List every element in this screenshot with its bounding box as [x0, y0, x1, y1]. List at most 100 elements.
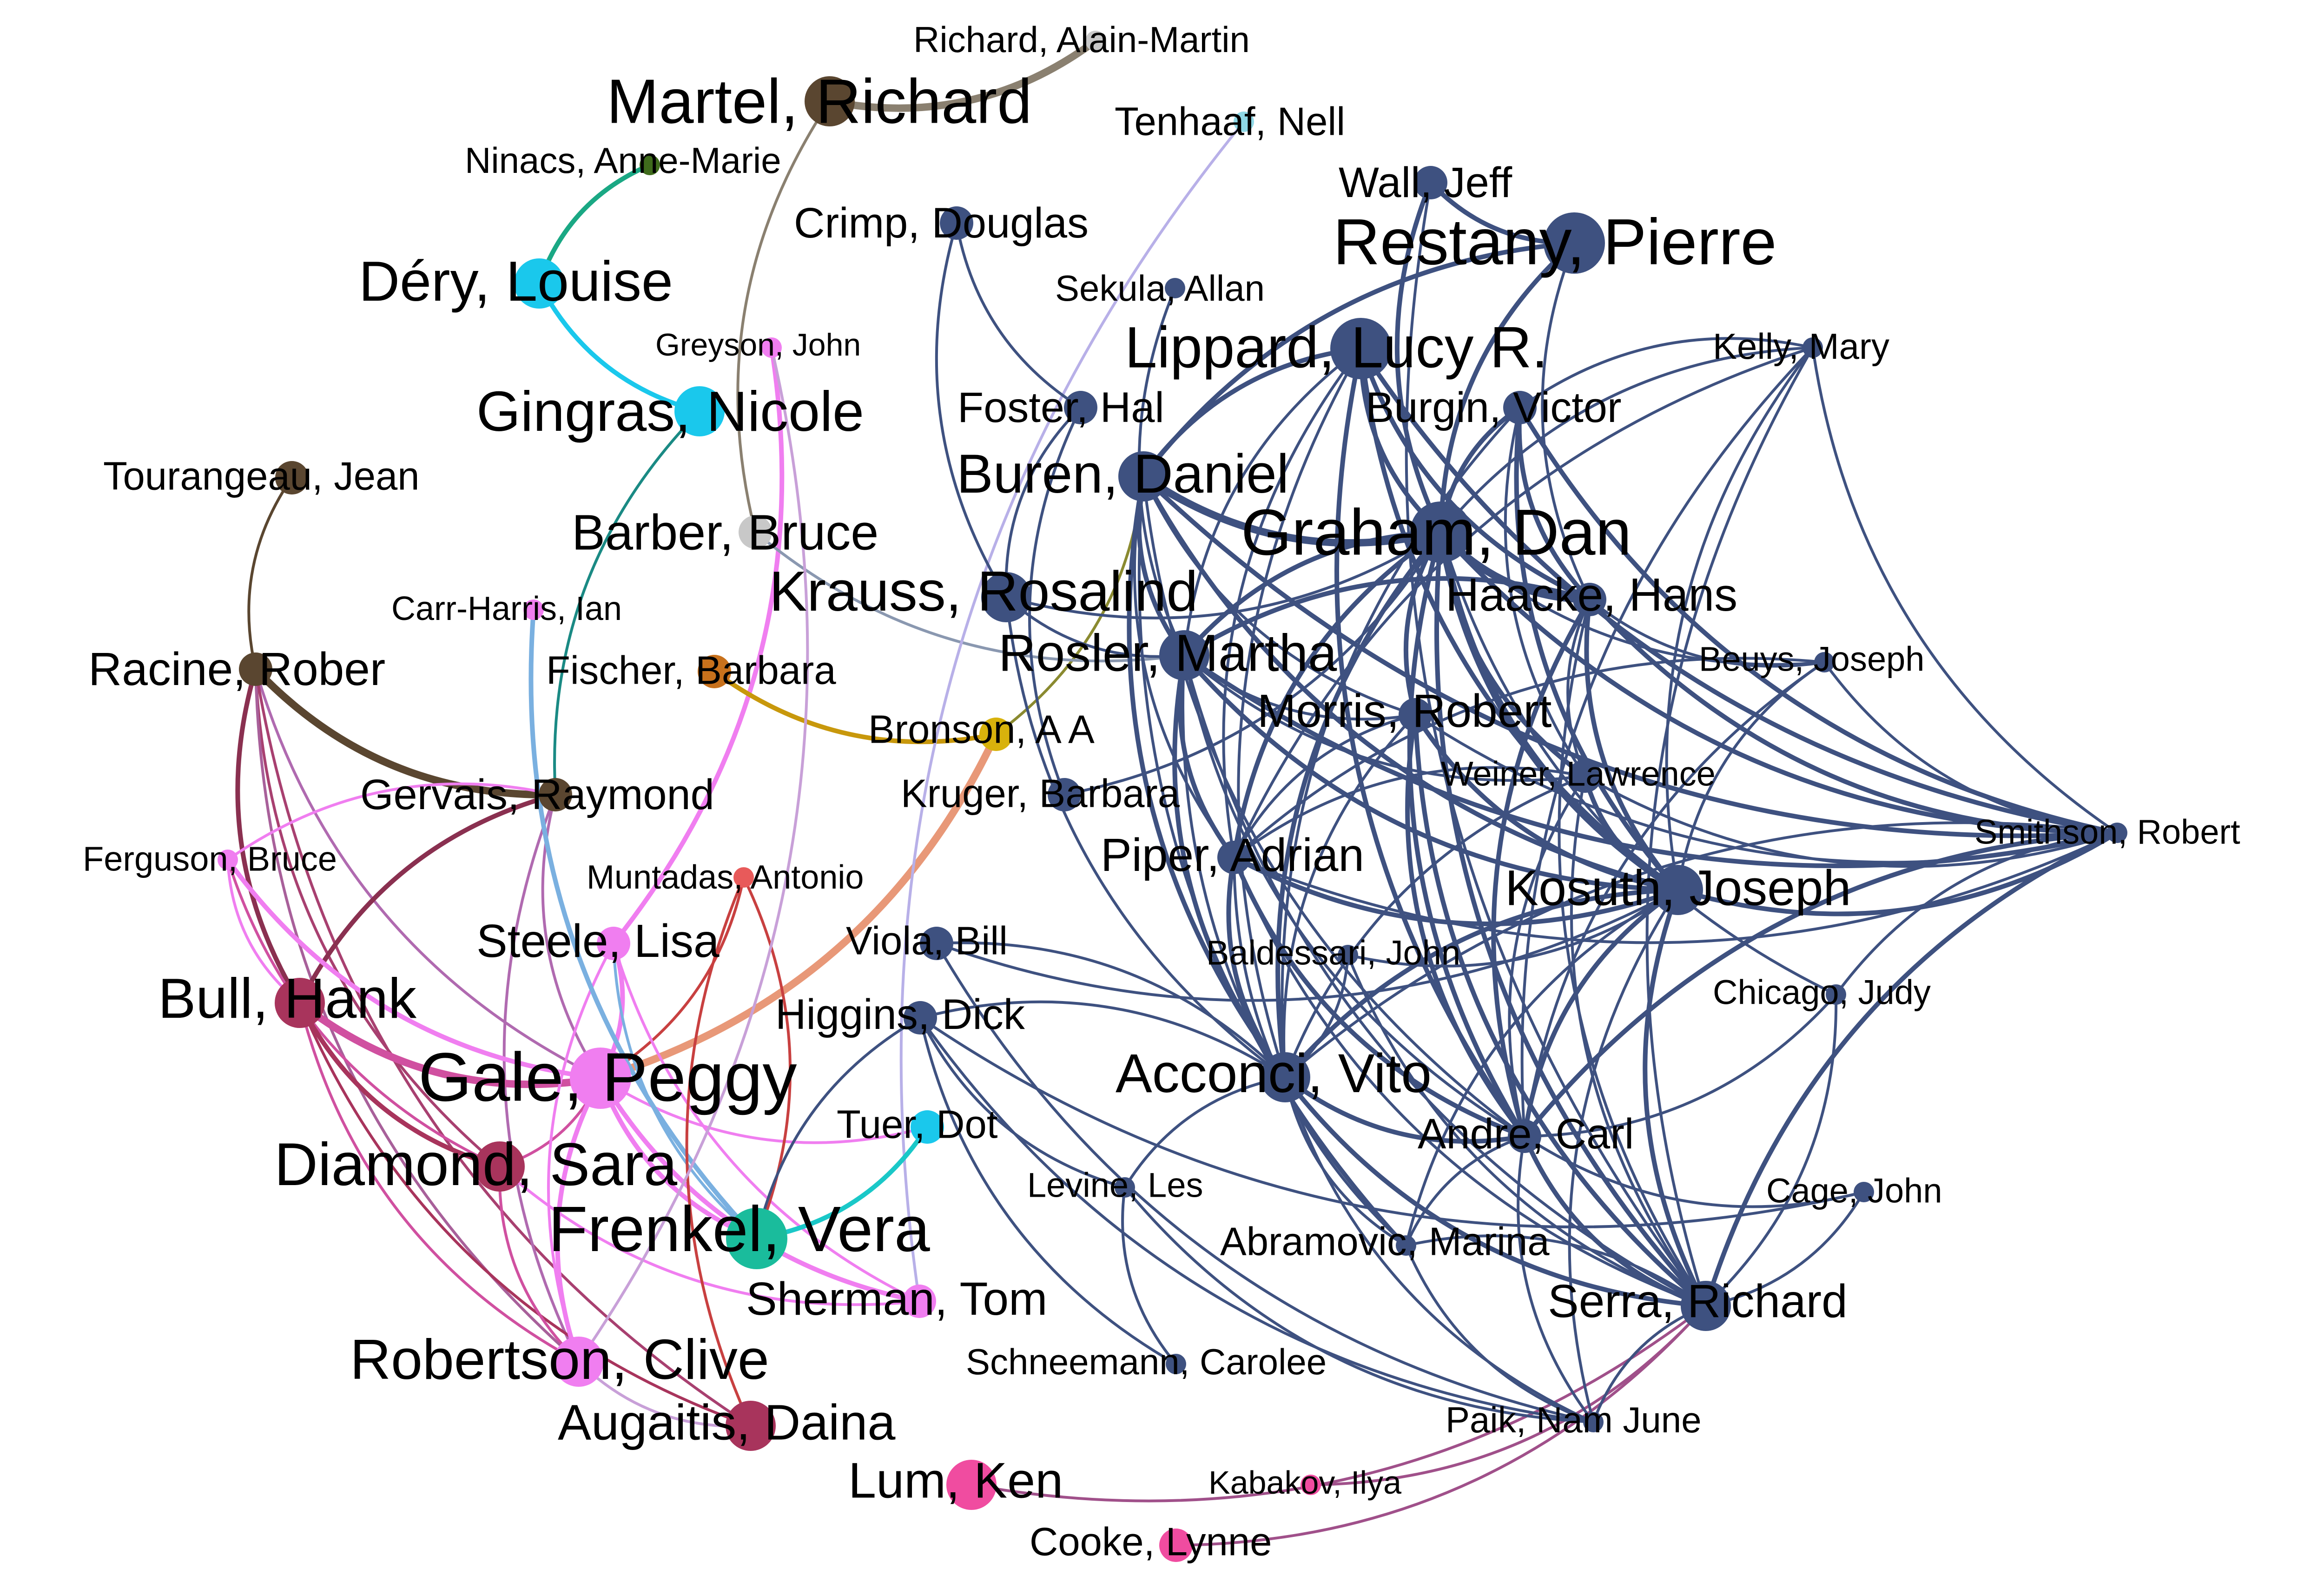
edge-weiner-andre	[1508, 775, 1586, 1138]
node-label-buren: Buren, Daniel	[957, 443, 1289, 505]
edge-gale-frenkel	[598, 1076, 759, 1241]
edge-morris-kosuth	[1413, 712, 1680, 892]
node-diamond[interactable]	[475, 1141, 525, 1192]
node-higgins[interactable]	[904, 1001, 937, 1035]
edge-morris-acconci	[1282, 713, 1417, 1079]
edge-buren-morris	[1142, 475, 1417, 716]
node-label-bronson: Bronson, A A	[868, 708, 1095, 752]
node-wall[interactable]	[1414, 166, 1447, 199]
edge-piper-acconci	[1226, 855, 1287, 1080]
node-weiner[interactable]	[1568, 759, 1602, 793]
node-greyson[interactable]	[761, 337, 782, 358]
node-dery[interactable]	[514, 258, 564, 309]
node-viola[interactable]	[920, 927, 953, 960]
node-ferguson[interactable]	[218, 850, 238, 870]
node-fischer[interactable]	[698, 655, 731, 688]
node-tourangeau[interactable]	[275, 461, 309, 494]
node-tuer[interactable]	[911, 1110, 944, 1144]
node-rosler[interactable]	[1159, 630, 1209, 680]
node-sekula[interactable]	[1165, 278, 1185, 298]
node-smithson[interactable]	[2107, 823, 2127, 843]
edge-bull-augaitis	[298, 1002, 752, 1427]
edge-andre-paik	[1517, 1135, 1595, 1423]
node-gale[interactable]	[570, 1048, 631, 1109]
node-martel[interactable]	[805, 76, 855, 126]
edge-beuys-smithson	[1823, 661, 2119, 834]
node-graham[interactable]	[1410, 501, 1472, 563]
node-andre[interactable]	[1508, 1120, 1541, 1153]
node-crimp[interactable]	[940, 206, 973, 240]
node-lum[interactable]	[946, 1460, 997, 1510]
edge-restany-graham	[1439, 241, 1577, 534]
node-tenhaaf[interactable]	[1234, 112, 1254, 132]
node-cooke[interactable]	[1159, 1529, 1193, 1562]
edge-rosler-acconci	[1172, 653, 1287, 1080]
edge-gervais-ferguson	[226, 782, 557, 861]
node-levine[interactable]	[1115, 1177, 1135, 1198]
edge-racine-augaitis	[254, 668, 752, 1427]
node-bull[interactable]	[275, 978, 325, 1028]
edge-layer	[225, 37, 2119, 1547]
node-krauss[interactable]	[981, 572, 1031, 622]
node-abramovic[interactable]	[1396, 1235, 1416, 1256]
node-restany[interactable]	[1544, 212, 1605, 274]
node-frenkel[interactable]	[726, 1208, 787, 1269]
node-paik[interactable]	[1583, 1412, 1604, 1432]
edge-tenhaaf-sherman	[899, 120, 1245, 1303]
edge-serra-abramovic	[1405, 1234, 1707, 1307]
edge-crimp-krauss	[935, 222, 1008, 599]
node-beuys[interactable]	[1814, 652, 1835, 672]
node-gingras[interactable]	[674, 386, 725, 436]
node-kelly[interactable]	[1802, 337, 1823, 358]
node-bronson[interactable]	[979, 718, 1013, 751]
node-label-kabakov: Kabakov, Ilya	[1208, 1464, 1401, 1501]
node-label-acconci: Acconci, Vito	[1116, 1043, 1432, 1104]
edge-haacke-rosler	[1182, 576, 1592, 658]
edge-gingras-gervais	[553, 410, 701, 796]
node-cage[interactable]	[1854, 1182, 1874, 1202]
node-barber[interactable]	[739, 515, 772, 549]
node-serra[interactable]	[1681, 1281, 1731, 1331]
edge-bull-gale	[296, 999, 604, 1088]
node-foster[interactable]	[1064, 391, 1097, 424]
node-lippard[interactable]	[1330, 318, 1392, 379]
node-acconci[interactable]	[1260, 1052, 1310, 1102]
edge-rosler-piper	[1177, 653, 1236, 860]
node-muntadas[interactable]	[733, 867, 754, 888]
node-gervais[interactable]	[539, 778, 572, 811]
edge-andre-chicago	[1523, 993, 1837, 1138]
node-richard-am[interactable]	[1085, 31, 1106, 51]
node-augaitis[interactable]	[726, 1401, 776, 1451]
node-label-smithson: Smithson, Robert	[1974, 813, 2240, 851]
node-burgin[interactable]	[1503, 391, 1537, 424]
node-kruger[interactable]	[1048, 778, 1081, 811]
node-label-kruger: Kruger, Barbara	[901, 772, 1180, 816]
node-kosuth[interactable]	[1653, 865, 1703, 915]
node-carrharris[interactable]	[523, 600, 544, 620]
node-chicago[interactable]	[1826, 984, 1846, 1005]
node-ninacs[interactable]	[640, 155, 660, 175]
edge-morris-serra	[1413, 712, 1708, 1308]
node-racine[interactable]	[239, 652, 272, 686]
node-buren[interactable]	[1118, 451, 1169, 501]
node-label-schneemann: Schneemann, Carolee	[966, 1341, 1327, 1382]
edge-smithson-chicago	[1835, 831, 2119, 996]
node-kabakov[interactable]	[1301, 1475, 1321, 1495]
edge-tourangeau-racine	[247, 476, 293, 671]
node-robertson[interactable]	[554, 1337, 604, 1387]
node-haacke[interactable]	[1573, 583, 1606, 616]
node-label-robertson: Robertson, Clive	[350, 1328, 769, 1391]
edge-robertson-augaitis	[577, 1360, 752, 1428]
node-sherman[interactable]	[903, 1285, 936, 1318]
node-schneemann[interactable]	[1166, 1354, 1186, 1374]
edge-wall-graham	[1394, 180, 1443, 534]
node-label-steele: Steele, Lisa	[476, 915, 720, 967]
node-baldessari[interactable]	[1338, 945, 1358, 965]
node-label-wall: Wall, Jeff	[1339, 159, 1512, 206]
node-piper[interactable]	[1217, 841, 1251, 874]
node-steele[interactable]	[597, 927, 630, 960]
edge-baldessari-serra	[1347, 954, 1707, 1307]
node-label-higgins: Higgins, Dick	[775, 991, 1025, 1038]
node-morris[interactable]	[1399, 698, 1432, 731]
